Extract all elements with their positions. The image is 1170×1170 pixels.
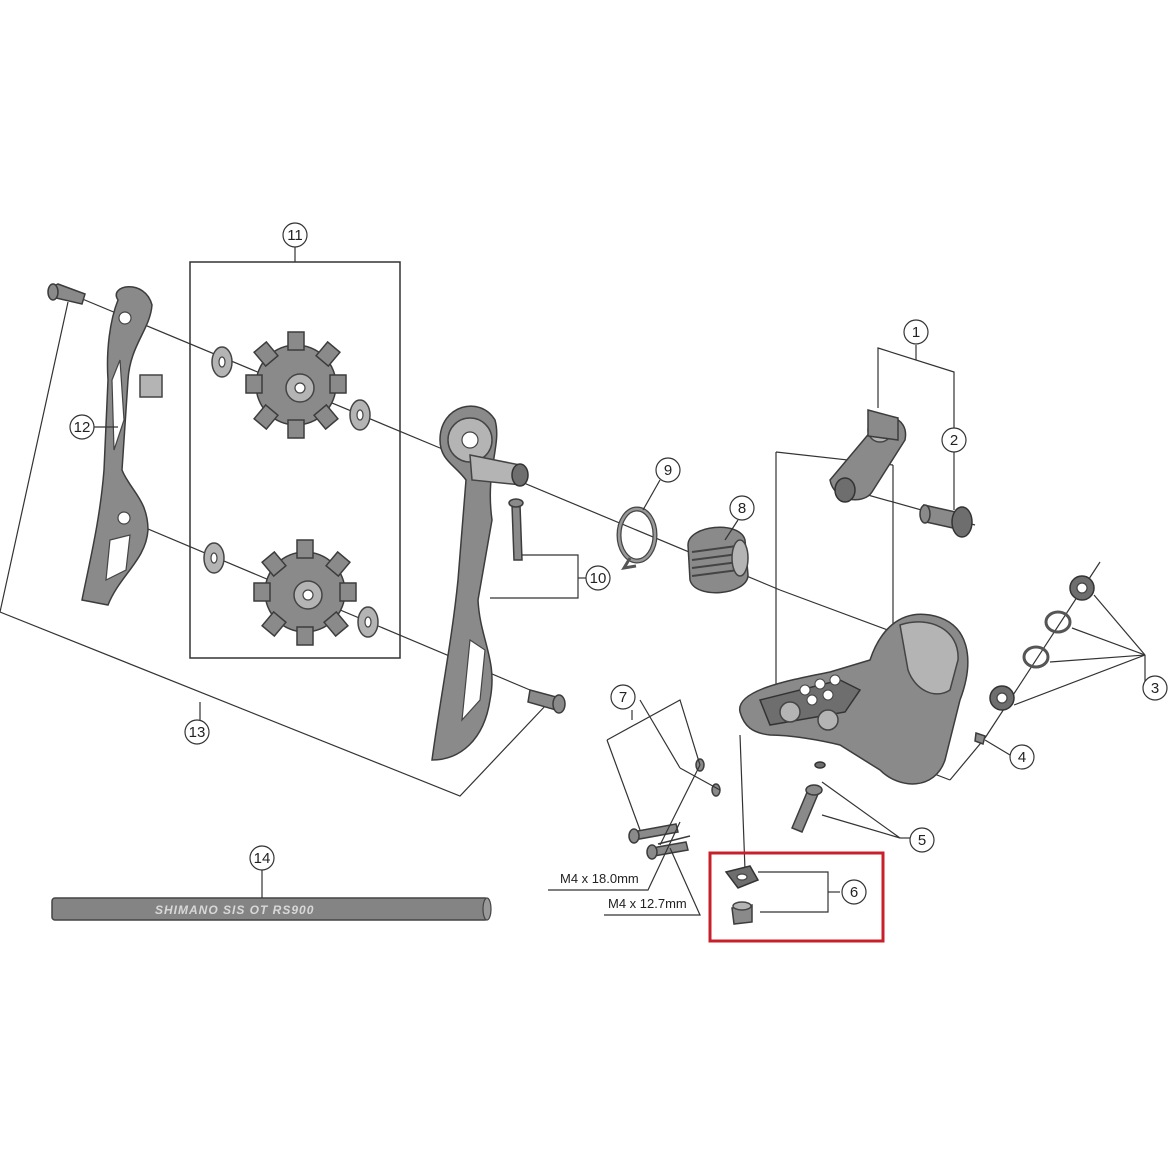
callout-12[interactable]: 12 <box>69 414 95 440</box>
svg-text:2: 2 <box>950 432 958 449</box>
tension-spring <box>687 526 749 594</box>
cable-adjuster-bolt <box>919 504 973 538</box>
svg-text:14: 14 <box>254 850 271 867</box>
cage-stop-screw <box>508 498 524 561</box>
callout-13[interactable]: 13 <box>184 719 210 745</box>
lower-pulley <box>253 539 357 646</box>
svg-text:13: 13 <box>189 724 206 741</box>
shift-cable: SHIMANO SIS OT RS900 <box>51 897 492 921</box>
clip-ring <box>616 506 658 571</box>
pulley-washers <box>203 346 379 638</box>
part-6-nut <box>731 901 753 925</box>
callout-6[interactable]: 6 <box>841 879 867 905</box>
svg-text:10: 10 <box>590 570 607 587</box>
pivot-bolt <box>791 761 826 833</box>
callout-1[interactable]: 1 <box>903 319 929 345</box>
cable-anchor-unit <box>829 409 907 503</box>
callout-2[interactable]: 2 <box>941 427 967 453</box>
svg-text:6: 6 <box>850 884 858 901</box>
small-end-screw <box>974 731 986 745</box>
upper-pulley <box>245 331 347 439</box>
callout-11[interactable]: 11 <box>282 222 308 248</box>
part-6-washer <box>724 865 760 889</box>
callout-7[interactable]: 7 <box>610 684 636 710</box>
svg-text:3: 3 <box>1151 680 1159 697</box>
svg-text:5: 5 <box>918 832 926 849</box>
b-tension-bracket-lines <box>1013 594 1146 706</box>
callout-9[interactable]: 9 <box>655 457 681 483</box>
callout-4[interactable]: 4 <box>1009 744 1035 770</box>
callout-3[interactable]: 3 <box>1142 675 1168 701</box>
svg-text:8: 8 <box>738 500 746 517</box>
derailleur-main-body <box>739 613 969 785</box>
fixing-bolts-bracket <box>606 699 721 846</box>
svg-text:9: 9 <box>664 462 672 479</box>
callout-5[interactable]: 5 <box>909 827 935 853</box>
outer-cage-plate <box>431 405 529 761</box>
svg-text:1: 1 <box>912 324 920 341</box>
cage-group-bracket <box>0 301 548 797</box>
cage-pin-top <box>47 283 86 305</box>
cage-pin-bottom <box>527 689 566 714</box>
spec-label-m4-18: M4 x 18.0mm <box>560 871 639 886</box>
inner-cage-plate <box>81 286 163 606</box>
svg-text:7: 7 <box>619 689 627 706</box>
callout-14[interactable]: 14 <box>249 845 275 871</box>
svg-text:12: 12 <box>74 419 91 436</box>
callout-10[interactable]: 10 <box>585 565 611 591</box>
highlight-box-part-6[interactable] <box>708 851 885 943</box>
fixing-bolts <box>628 758 721 860</box>
svg-text:11: 11 <box>287 227 303 244</box>
b-tension-washer-stack <box>989 575 1095 711</box>
callout-8[interactable]: 8 <box>729 495 755 521</box>
cable-print-text: SHIMANO SIS OT RS900 <box>155 903 314 917</box>
spec-label-m4-12-7: M4 x 12.7mm <box>608 896 687 911</box>
svg-text:4: 4 <box>1018 749 1026 766</box>
